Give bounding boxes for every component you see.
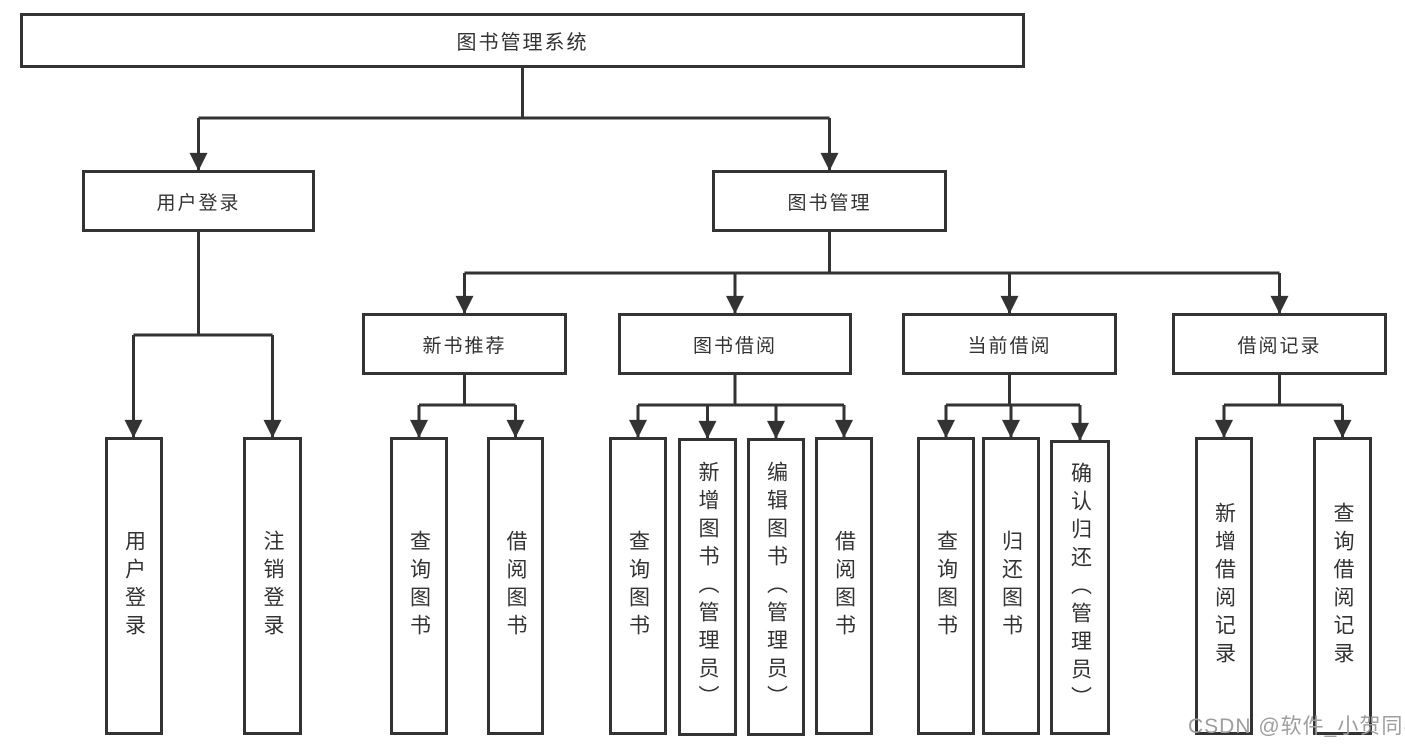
leaf-query-borrow-record: 查询借阅记录 — [1313, 437, 1372, 735]
node-new-book-recommend-label: 新书推荐 — [422, 335, 507, 357]
node-book-borrow: 图书借阅 — [618, 313, 852, 375]
leaf-logout: 注销登录 — [243, 437, 302, 735]
leaf-logout-label: 注销登录 — [261, 530, 284, 642]
connector-current-borrow-children — [937, 375, 1089, 441]
node-book-management: 图书管理 — [712, 170, 947, 232]
connector-new-book-recommend-children — [410, 375, 525, 438]
connector-borrow-records-children — [1215, 375, 1352, 438]
connector-book-borrow-children — [629, 375, 853, 439]
leaf-add-borrow-record: 新增借阅记录 — [1195, 437, 1253, 735]
connector-book-management-children — [455, 232, 1289, 314]
leaf-borrow-books: 借阅图书 — [815, 437, 873, 735]
node-user-login-label: 用户登录 — [156, 192, 241, 214]
node-root-label: 图书管理系统 — [456, 32, 589, 54]
node-root: 图书管理系统 — [20, 13, 1025, 68]
node-current-borrow: 当前借阅 — [902, 313, 1117, 375]
connector-root-to-level2 — [189, 68, 839, 171]
leaf-query-books-borrow: 查询图书 — [609, 437, 667, 735]
leaf-return-books-label: 归还图书 — [999, 530, 1023, 642]
node-user-login: 用户登录 — [82, 170, 315, 232]
leaf-borrow-books-recommend: 借阅图书 — [487, 437, 544, 735]
leaf-return-books: 归还图书 — [982, 437, 1040, 735]
leaf-query-books-recommend: 查询图书 — [390, 437, 448, 735]
leaf-borrow-books-recommend-label: 借阅图书 — [504, 530, 527, 642]
connector-user-login-children — [124, 232, 282, 438]
node-new-book-recommend: 新书推荐 — [362, 313, 567, 375]
leaf-query-books-current-label: 查询图书 — [934, 530, 958, 642]
leaf-query-books-current: 查询图书 — [917, 437, 975, 735]
node-borrow-records: 借阅记录 — [1172, 313, 1387, 375]
leaf-user-login: 用户登录 — [105, 437, 163, 735]
node-book-borrow-label: 图书借阅 — [692, 335, 777, 357]
leaf-query-books-borrow-label: 查询图书 — [626, 530, 650, 642]
node-borrow-records-label: 借阅记录 — [1237, 335, 1322, 357]
leaf-query-borrow-record-label: 查询借阅记录 — [1331, 502, 1354, 670]
leaf-edit-book-admin-label: 编辑图书（管理员） — [764, 461, 788, 713]
leaf-confirm-return-admin: 确认归还（管理员） — [1050, 440, 1110, 735]
leaf-add-borrow-record-label: 新增借阅记录 — [1212, 502, 1236, 670]
leaf-query-books-recommend-label: 查询图书 — [407, 530, 431, 642]
leaf-add-book-admin: 新增图书（管理员） — [678, 438, 737, 736]
node-current-borrow-label: 当前借阅 — [967, 335, 1052, 357]
watermark: CSDN @软件_小贺同学 — [1188, 715, 1405, 738]
leaf-add-book-admin-label: 新增图书（管理员） — [696, 461, 719, 713]
leaf-borrow-books-label: 借阅图书 — [832, 530, 856, 642]
leaf-confirm-return-admin-label: 确认归还（管理员） — [1068, 461, 1092, 714]
leaf-user-login-label: 用户登录 — [122, 530, 146, 642]
node-book-management-label: 图书管理 — [787, 192, 872, 214]
leaf-edit-book-admin: 编辑图书（管理员） — [747, 438, 805, 736]
